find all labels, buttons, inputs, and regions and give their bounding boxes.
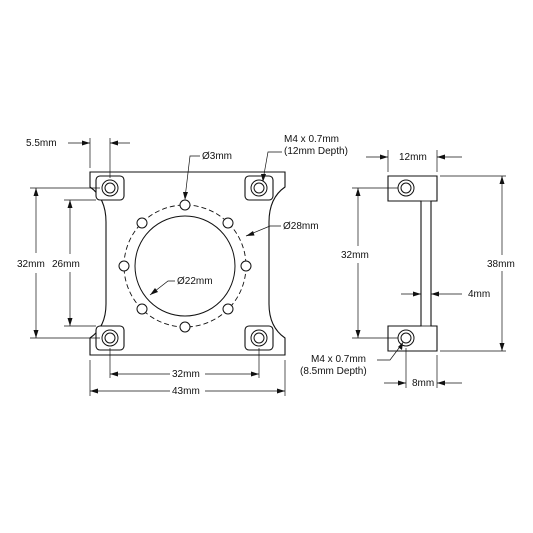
side-profile	[387, 175, 438, 352]
leader-tap-side: M4 x 0.7mm (8.5mm Depth)	[300, 342, 403, 377]
corner-hole-top-right	[244, 175, 274, 201]
dim-waist-height: 26mm	[52, 199, 96, 327]
tap-callout-front-line2: (12mm Depth)	[284, 146, 348, 157]
hole-spacing-vertical-label: 32mm	[17, 259, 45, 270]
side-view: 12mm 32mm 38mm 4mm	[300, 150, 515, 389]
small-holes	[118, 199, 252, 333]
small-hole	[179, 199, 191, 211]
leader-center-bore: Ø22mm	[149, 276, 213, 296]
center-bore-label: Ø22mm	[177, 276, 213, 287]
dim-edge-offset: 5.5mm	[26, 138, 130, 178]
corner-hole-bottom-left	[95, 325, 125, 351]
small-hole	[240, 260, 252, 272]
leader-small-hole: Ø3mm	[183, 151, 232, 200]
small-hole	[118, 260, 130, 272]
dim-overall-width: 43mm	[89, 360, 286, 397]
side-height-label: 38mm	[487, 259, 515, 270]
bolt-circle-label: Ø28mm	[283, 221, 319, 232]
width-label: 43mm	[172, 386, 200, 397]
corner-hole-top-left	[95, 175, 125, 201]
tap-callout-side-line1: M4 x 0.7mm	[311, 354, 366, 365]
side-hole-bottom	[397, 329, 415, 347]
dim-side-depth: 12mm	[366, 150, 462, 172]
leader-bolt-circle: Ø28mm	[245, 221, 319, 237]
flange-label: 8mm	[412, 378, 434, 389]
small-hole	[136, 303, 148, 315]
edge-offset-label: 5.5mm	[26, 138, 57, 149]
dim-flange: 8mm	[384, 348, 462, 389]
tap-callout-front-line1: M4 x 0.7mm	[284, 134, 339, 145]
dim-hole-spacing-vertical: 32mm	[17, 187, 100, 339]
small-hole	[222, 303, 234, 315]
center-bore	[134, 215, 236, 317]
small-hole-label: Ø3mm	[202, 151, 232, 162]
side-hole-top	[397, 179, 415, 197]
front-view: 5.5mm 43mm 32mm	[17, 134, 348, 397]
small-hole	[179, 321, 191, 333]
small-hole	[136, 217, 148, 229]
dim-side-height: 38mm	[440, 175, 515, 352]
dim-hole-spacing-horizontal: 32mm	[109, 348, 260, 380]
corner-hole-bottom-right	[244, 325, 274, 351]
tap-callout-side-line2: (8.5mm Depth)	[300, 366, 367, 377]
small-hole	[222, 217, 234, 229]
leader-tap-front: M4 x 0.7mm (12mm Depth)	[261, 134, 348, 182]
dim-wall-thickness: 4mm	[401, 289, 490, 300]
side-hole-spacing-label: 32mm	[341, 250, 369, 261]
dim-side-hole-spacing: 32mm	[341, 187, 398, 339]
side-depth-label: 12mm	[399, 152, 427, 163]
waist-height-label: 26mm	[52, 259, 80, 270]
wall-thickness-label: 4mm	[468, 289, 490, 300]
hole-spacing-horizontal-label: 32mm	[172, 369, 200, 380]
